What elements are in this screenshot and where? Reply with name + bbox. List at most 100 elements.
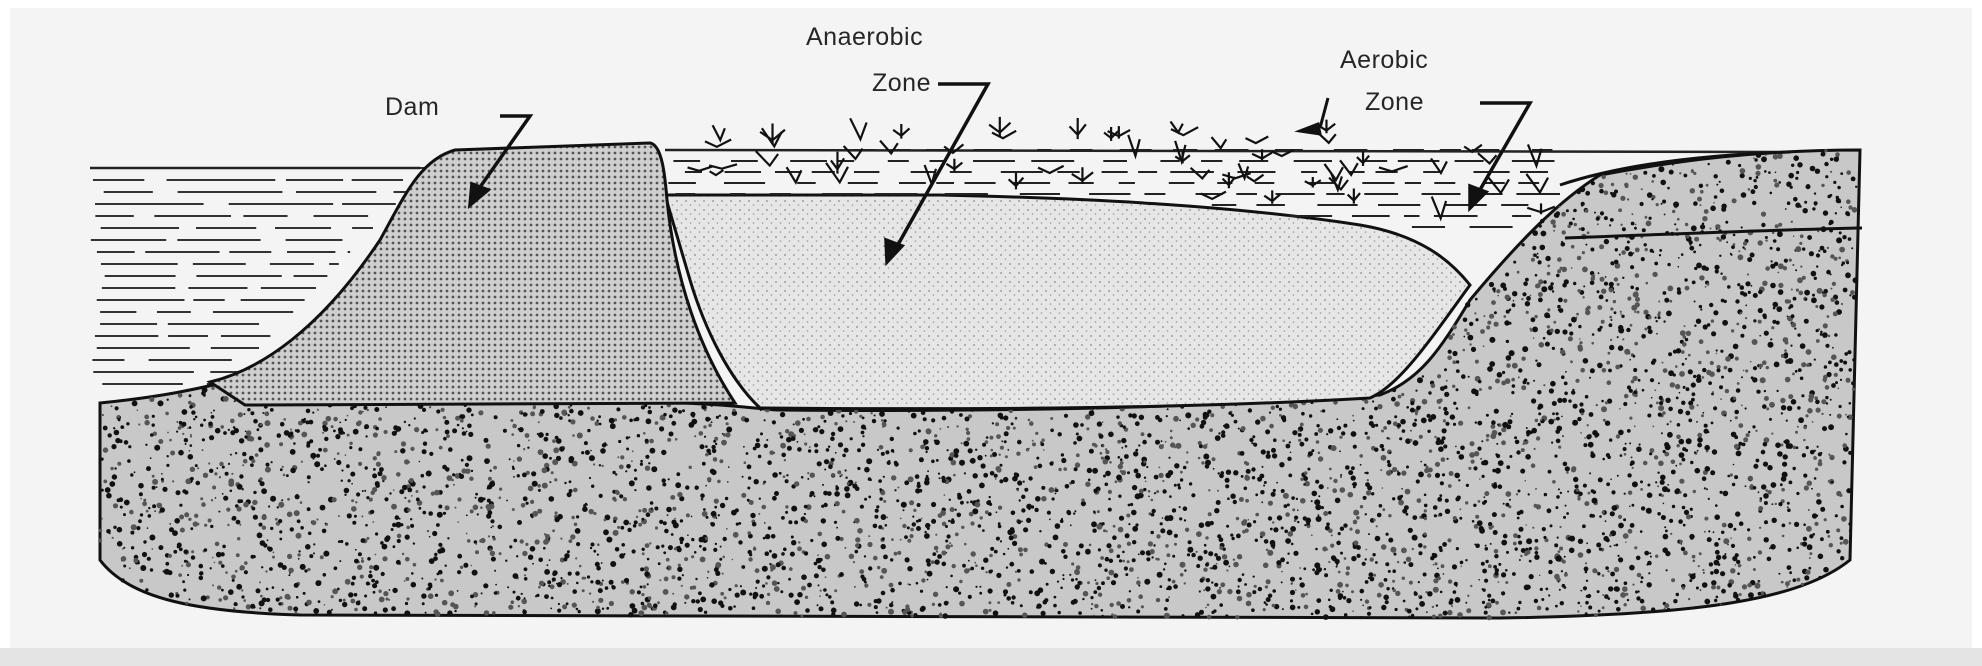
soil-grain: [1352, 610, 1354, 612]
soil-grain: [719, 415, 721, 417]
soil-grain: [1737, 572, 1740, 575]
soil-grain: [1265, 585, 1268, 588]
soil-grain: [1765, 236, 1768, 239]
soil-grain: [857, 467, 860, 470]
soil-grain: [1001, 440, 1003, 442]
soil-grain: [913, 509, 916, 512]
soil-grain: [1793, 155, 1799, 161]
soil-grain: [828, 410, 834, 416]
soil-grain: [1069, 574, 1071, 576]
soil-grain: [1558, 206, 1560, 208]
soil-grain: [1634, 342, 1638, 346]
soil-grain: [237, 499, 241, 503]
soil-grain: [445, 430, 450, 435]
soil-grain: [647, 558, 650, 561]
soil-grain: [191, 410, 195, 414]
soil-grain: [696, 599, 700, 603]
soil-grain: [1711, 393, 1714, 396]
soil-grain: [152, 479, 158, 485]
soil-grain: [1650, 249, 1654, 253]
soil-grain: [1776, 390, 1778, 392]
soil-grain: [113, 503, 118, 508]
soil-grain: [979, 586, 981, 588]
soil-grain: [1102, 522, 1105, 525]
soil-grain: [1241, 426, 1246, 431]
soil-grain: [1521, 385, 1526, 390]
soil-grain: [822, 484, 824, 486]
soil-grain: [231, 473, 233, 475]
soil-grain: [388, 599, 390, 601]
soil-grain: [1556, 211, 1561, 216]
soil-grain: [214, 472, 217, 475]
soil-grain: [1646, 564, 1648, 566]
soil-grain: [1789, 481, 1793, 485]
soil-grain: [1207, 615, 1212, 620]
soil-grain: [602, 580, 604, 582]
soil-grain: [1369, 606, 1372, 609]
soil-grain: [475, 543, 477, 545]
soil-grain: [226, 508, 230, 512]
soil-grain: [1208, 551, 1213, 556]
soil-grain: [1652, 174, 1656, 178]
soil-grain: [1218, 432, 1220, 434]
soil-grain: [475, 550, 479, 554]
soil-grain: [781, 552, 785, 556]
soil-grain: [991, 449, 994, 452]
soil-grain: [1532, 327, 1538, 333]
soil-grain: [399, 489, 404, 494]
soil-grain: [1836, 491, 1841, 496]
soil-grain: [566, 602, 569, 605]
soil-grain: [1282, 439, 1285, 442]
soil-grain: [1758, 580, 1760, 582]
soil-grain: [261, 488, 267, 494]
soil-grain: [557, 609, 561, 613]
soil-grain: [1663, 368, 1668, 373]
soil-grain: [1568, 399, 1571, 402]
soil-grain: [1506, 363, 1511, 368]
soil-grain: [996, 511, 998, 513]
soil-grain: [1369, 421, 1374, 426]
soil-grain: [1487, 366, 1493, 372]
soil-grain: [570, 534, 575, 539]
soil-grain: [1475, 360, 1479, 364]
soil-grain: [1122, 560, 1125, 563]
soil-grain: [1814, 477, 1817, 480]
soil-grain: [245, 431, 247, 433]
soil-grain: [1649, 552, 1651, 554]
soil-grain: [416, 498, 420, 502]
soil-grain: [1642, 228, 1646, 232]
soil-grain: [298, 421, 303, 426]
soil-grain: [512, 466, 514, 468]
soil-grain: [653, 603, 658, 608]
soil-grain: [1689, 246, 1694, 251]
soil-grain: [1791, 399, 1797, 405]
soil-grain: [1266, 454, 1271, 459]
soil-grain: [1216, 500, 1221, 505]
soil-grain: [358, 447, 362, 451]
soil-grain: [741, 493, 746, 498]
soil-grain: [610, 561, 616, 567]
soil-grain: [1515, 611, 1518, 614]
soil-grain: [1849, 294, 1851, 296]
soil-grain: [1401, 471, 1406, 476]
soil-grain: [1444, 411, 1449, 416]
soil-grain: [947, 534, 951, 538]
soil-grain: [617, 456, 619, 458]
soil-grain: [1530, 329, 1533, 332]
soil-grain: [785, 511, 788, 514]
soil-grain: [1528, 493, 1530, 495]
soil-grain: [1652, 272, 1657, 277]
soil-grain: [1492, 430, 1498, 436]
soil-grain: [169, 592, 174, 597]
soil-grain: [345, 419, 347, 421]
soil-grain: [152, 423, 155, 426]
soil-grain: [186, 562, 191, 567]
soil-grain: [1127, 598, 1132, 603]
soil-grain: [1598, 477, 1603, 482]
soil-grain: [255, 453, 259, 457]
soil-grain: [898, 582, 902, 586]
soil-grain: [814, 573, 819, 578]
soil-grain: [472, 570, 478, 576]
soil-grain: [1444, 368, 1447, 371]
soil-grain: [1311, 449, 1314, 452]
